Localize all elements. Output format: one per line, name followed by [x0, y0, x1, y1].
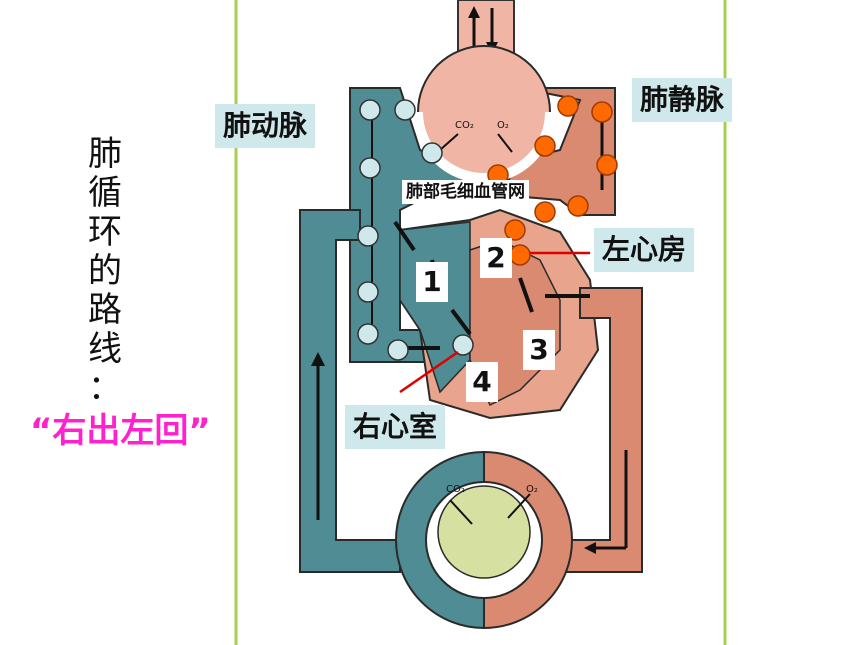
o2-arrow	[497, 133, 513, 153]
blue-dot	[359, 99, 381, 121]
orange-dot	[534, 135, 556, 157]
blue-dot	[421, 142, 443, 164]
title-char: 肺	[88, 134, 122, 174]
blue-dot	[387, 339, 409, 361]
blue-dot	[357, 323, 379, 345]
number-4: 4	[466, 362, 498, 402]
arrow-head	[468, 6, 480, 18]
label-pulmonary-artery: 肺动脉	[215, 104, 316, 148]
title-char: 线	[88, 329, 122, 369]
orange-dot	[591, 101, 613, 123]
orange-dot	[534, 201, 556, 223]
blue-dot	[357, 225, 379, 247]
co2-label: CO₂	[455, 120, 474, 131]
title-char: 循	[88, 173, 122, 213]
title-char: ：	[88, 368, 122, 408]
blue-dot	[359, 157, 381, 179]
blue-dot	[394, 99, 416, 121]
label-right-ventricle: 右心室	[345, 405, 446, 449]
o2-label: O₂	[526, 484, 538, 495]
vena-cava	[299, 209, 401, 573]
blue-dot	[357, 281, 379, 303]
orange-dot	[504, 219, 526, 241]
arrow-head	[311, 352, 325, 366]
co2-arrow	[439, 133, 459, 151]
co2-arrow	[449, 499, 473, 525]
flow-arrow	[450, 308, 472, 336]
title-char: 的	[88, 251, 122, 291]
orange-dot	[509, 244, 531, 266]
blue-dot	[452, 334, 474, 356]
o2-arrow	[507, 493, 531, 519]
number-2: 2	[480, 238, 512, 278]
label-left-atrium: 左心房	[594, 228, 695, 272]
vertical-title: 肺 循 环 的 路 线 ：	[80, 135, 130, 408]
flow-arrow	[393, 220, 416, 252]
number-1: 1	[416, 262, 448, 302]
flow-arrow	[518, 277, 534, 313]
title-char: 路	[88, 290, 122, 330]
blue-dot-path	[357, 99, 474, 361]
orange-dot	[557, 95, 579, 117]
title-char: 环	[88, 212, 122, 252]
o2-label: O₂	[497, 120, 509, 131]
orange-dot	[596, 154, 618, 176]
co2-label: CO₂	[446, 484, 465, 495]
orange-dot	[567, 195, 589, 217]
arrow-head	[584, 542, 596, 554]
label-pulmonary-vein: 肺静脉	[632, 78, 733, 122]
pointer-right-ventricle	[399, 350, 459, 394]
label-capillary-network: 肺部毛细血管网	[402, 180, 529, 204]
tissue-cell	[437, 485, 531, 579]
slogan: “右出左回”	[30, 411, 211, 451]
number-3: 3	[523, 330, 555, 370]
